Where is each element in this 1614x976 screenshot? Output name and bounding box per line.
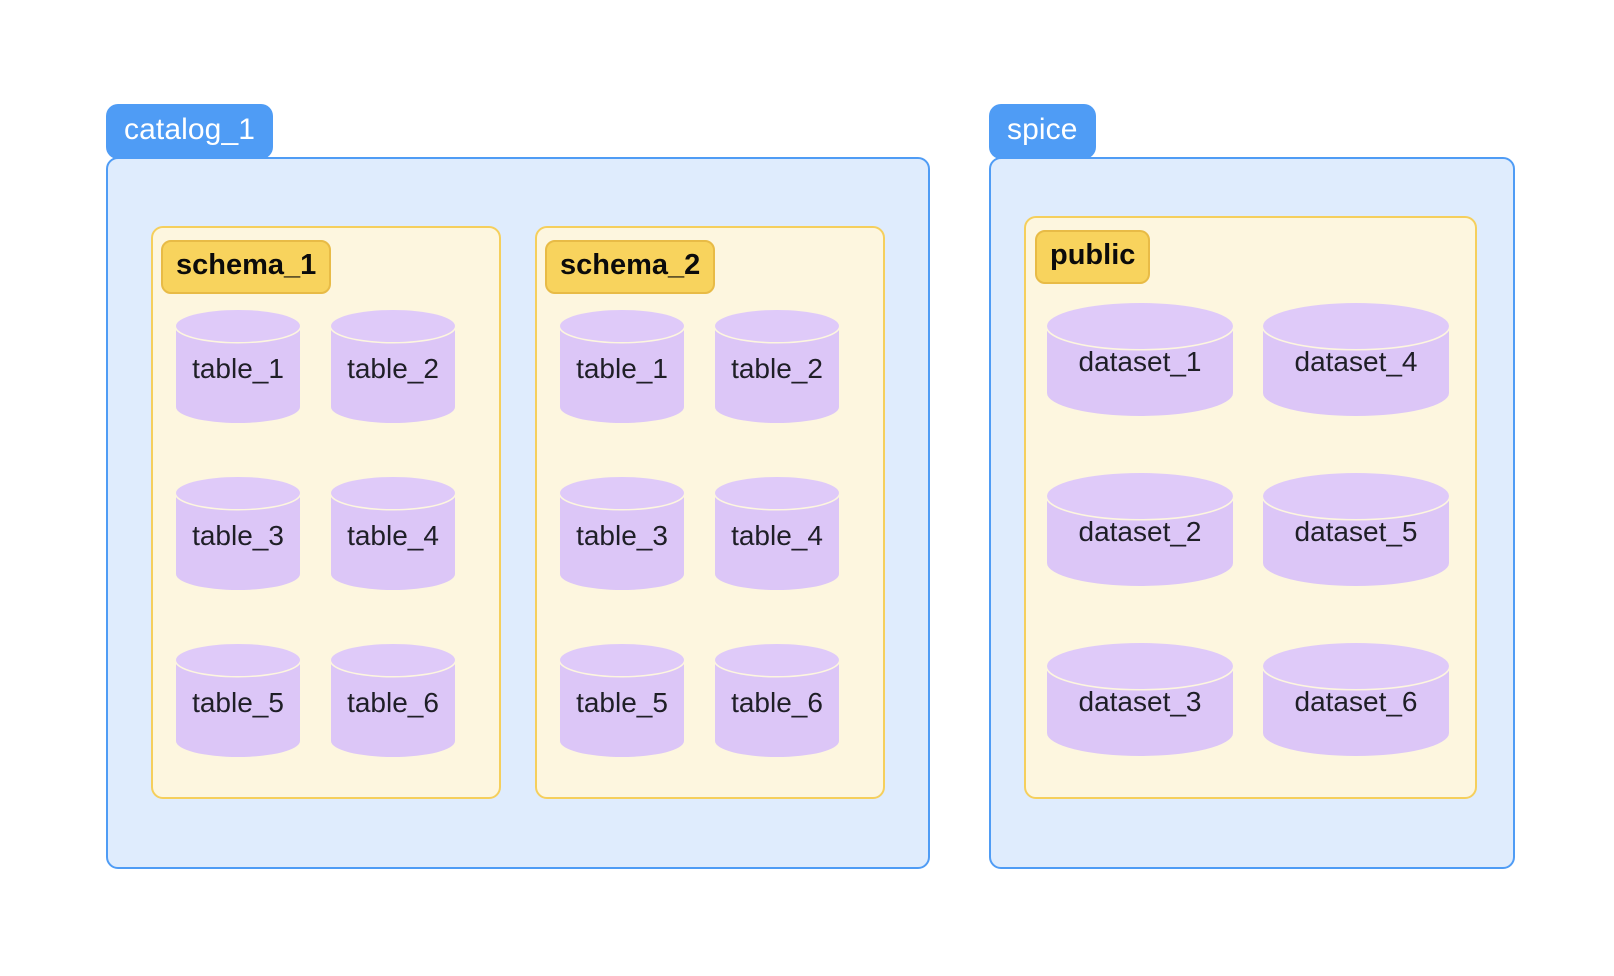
table-cylinder-shape [331,644,455,757]
container-spice-tag[interactable]: spice [989,104,1096,159]
dataset-cylinder[interactable]: dataset_2 [1047,473,1233,586]
dataset-cylinder-shape [1047,303,1233,416]
dataset-cylinder-shape [1263,643,1449,756]
table-cylinder[interactable]: table_5 [560,644,684,757]
dataset-cylinder[interactable]: dataset_3 [1047,643,1233,756]
dataset-cylinder-shape [1047,643,1233,756]
dataset-cylinder-shape [1263,303,1449,416]
table-cylinder-shape [715,644,839,757]
table-cylinder-shape [176,477,300,590]
table-cylinder-shape [331,477,455,590]
table-cylinder-shape [560,477,684,590]
table-cylinder-shape [715,310,839,423]
table-cylinder-shape [715,477,839,590]
dataset-cylinder[interactable]: dataset_1 [1047,303,1233,416]
table-cylinder[interactable]: table_3 [176,477,300,590]
table-cylinder[interactable]: table_2 [715,310,839,423]
table-cylinder[interactable]: table_6 [715,644,839,757]
dataset-cylinder-shape [1263,473,1449,586]
table-cylinder[interactable]: table_3 [560,477,684,590]
dataset-cylinder-shape [1047,473,1233,586]
dataset-cylinder[interactable]: dataset_6 [1263,643,1449,756]
table-cylinder-shape [560,644,684,757]
table-cylinder[interactable]: table_1 [560,310,684,423]
dataset-cylinder[interactable]: dataset_4 [1263,303,1449,416]
table-cylinder-shape [176,310,300,423]
table-cylinder[interactable]: table_4 [715,477,839,590]
table-cylinder-shape [560,310,684,423]
table-cylinder[interactable]: table_5 [176,644,300,757]
table-cylinder[interactable]: table_1 [176,310,300,423]
table-cylinder-shape [331,310,455,423]
container-catalog-1-tag[interactable]: catalog_1 [106,104,274,159]
table-cylinder[interactable]: table_2 [331,310,455,423]
dataset-cylinder[interactable]: dataset_5 [1263,473,1449,586]
schema-tag-public[interactable]: public [1035,230,1151,284]
table-cylinder[interactable]: table_6 [331,644,455,757]
table-cylinder-shape [176,644,300,757]
schema-tag-schema-2[interactable]: schema_2 [545,240,716,294]
table-cylinder[interactable]: table_4 [331,477,455,590]
schema-tag-schema-1[interactable]: schema_1 [161,240,332,294]
